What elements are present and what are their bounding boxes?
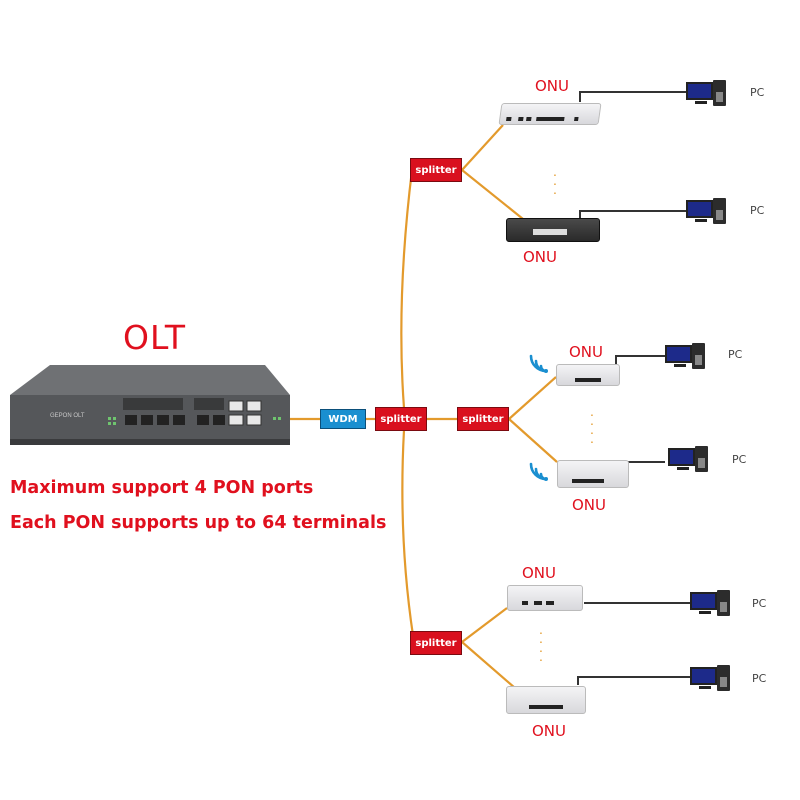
middle-ellipsis: ···· [589,406,595,449]
top-onu-upper-label: ONU [535,77,570,95]
top-pc-upper-icon [686,80,726,108]
fiber-mid-onu2 [508,418,558,463]
bottom-pc-lower-label: PC [752,672,767,685]
bottom-onu-lower-device [506,686,586,714]
eth-top-2 [579,210,686,218]
splitter-bottom: splitter [410,631,462,655]
bottom-onu-upper-device [507,585,583,611]
eth-mid-1 [615,355,665,366]
bottom-ellipsis: ···· [538,624,544,667]
top-onu-lower-label: ONU [523,248,558,266]
top-pc-lower-label: PC [750,204,765,217]
middle-onu-lower-device [557,460,629,488]
top-pc-upper-label: PC [750,86,765,99]
wifi-icon [528,352,550,374]
fiber-mid-onu1 [508,376,557,420]
bottom-pc-upper-label: PC [752,597,767,610]
splitter-main: splitter [375,407,427,431]
middle-pc-lower-icon [668,446,708,474]
eth-bot-2 [577,676,690,685]
note-terminals-per-pon: Each PON supports up to 64 terminals [10,513,387,533]
top-pc-lower-icon [686,198,726,226]
middle-onu-lower-label: ONU [572,496,607,514]
wifi-icon [528,460,550,482]
top-onu-lower-device [506,218,600,242]
bottom-onu-lower-label: ONU [532,722,567,740]
top-ellipsis: ··· [552,166,558,200]
olt-device: GEPON OLT [10,365,290,447]
splitter-top: splitter [410,158,462,182]
note-max-pon-ports: Maximum support 4 PON ports [10,478,314,498]
wdm-box: WDM [320,409,366,429]
middle-onu-upper-label: ONU [569,343,604,361]
bottom-pc-lower-icon [690,665,730,693]
olt-device-label: GEPON OLT [50,413,85,419]
middle-pc-upper-icon [665,343,705,371]
fiber-top-onu2 [461,169,524,220]
fiber-top-onu1 [461,124,504,171]
top-onu-upper-device [498,103,602,125]
fiber-trunk-top [400,169,414,409]
bottom-onu-upper-label: ONU [522,564,557,582]
middle-pc-lower-label: PC [732,453,747,466]
eth-top-1 [579,91,686,102]
bottom-pc-upper-icon [690,590,730,618]
fiber-trunk-bottom [401,429,416,643]
olt-title: OLT [123,318,186,357]
middle-pc-upper-label: PC [728,348,743,361]
fiber-bot-onu2 [461,641,516,689]
middle-onu-upper-device [556,364,620,386]
fiber-bot-onu1 [461,607,508,643]
splitter-middle: splitter [457,407,509,431]
